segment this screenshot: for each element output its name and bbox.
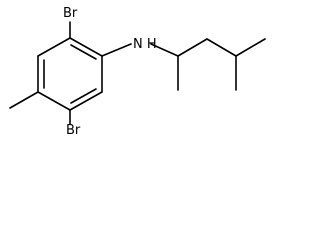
ring-bond xyxy=(37,37,71,57)
ring-bond xyxy=(69,37,103,57)
nitrogen-carbon-bond xyxy=(150,43,179,57)
chain-bond xyxy=(206,38,237,57)
ring-nitrogen-bond xyxy=(101,43,132,57)
chain-bond xyxy=(177,38,208,57)
nitrogen-hydrogen-label: N H xyxy=(133,37,157,52)
bromine-label-bottom: Br xyxy=(66,123,81,136)
isopropyl-bond xyxy=(235,38,266,57)
ring-double-bond xyxy=(70,88,97,104)
bromine-label-top: Br xyxy=(63,6,78,21)
ring-bond xyxy=(37,91,71,111)
chemical-structure: Br N H Br xyxy=(9,6,266,136)
ring-double-bond xyxy=(70,44,97,60)
methyl-bond xyxy=(9,91,39,109)
benzene-ring xyxy=(37,37,103,111)
ring-bond xyxy=(69,91,103,111)
